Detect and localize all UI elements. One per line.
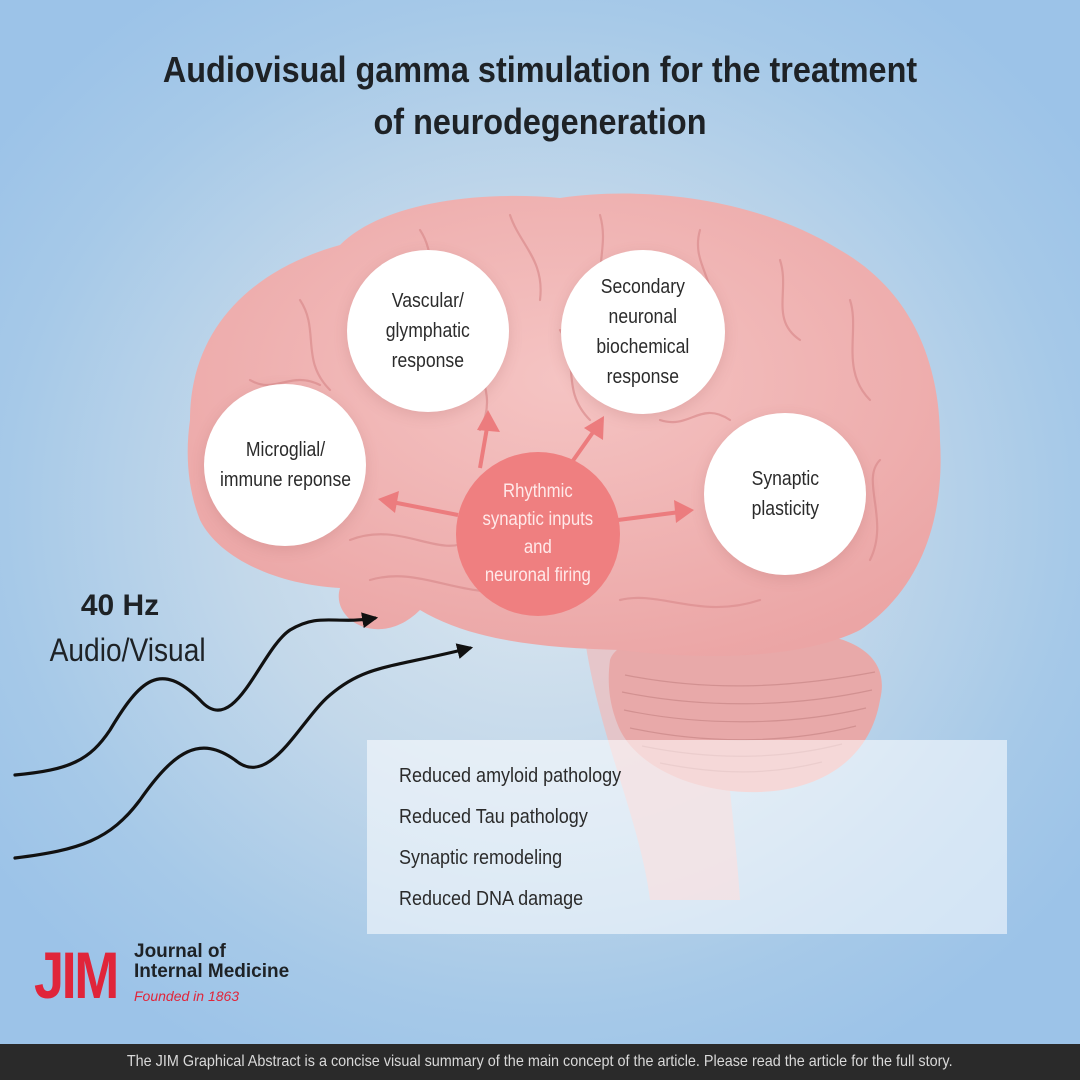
diagram-title: Audiovisual gamma stimulation for the tr… xyxy=(135,44,945,148)
footer-bar: The JIM Graphical Abstract is a concise … xyxy=(0,1044,1080,1080)
wave-lower xyxy=(13,643,474,860)
logo-mark: JIM xyxy=(34,938,119,1012)
stimulus-waves xyxy=(13,612,474,860)
outcome-item: Reduced amyloid pathology xyxy=(399,765,622,787)
journal-name: Journal of Internal Medicine xyxy=(134,941,290,982)
node-microglial-immune: Microglial/ immune reponse xyxy=(204,384,366,546)
wave-upper xyxy=(13,612,379,777)
stimulus-label: 40 Hz Audio/Visual xyxy=(40,584,206,672)
founded-note: Founded in 1863 xyxy=(134,988,240,1004)
stimulus-frequency: 40 Hz xyxy=(80,589,160,622)
outcome-item: Reduced Tau pathology xyxy=(399,806,588,828)
title-line-2: of neurodegeneration xyxy=(373,101,707,142)
node-secondary-neuronal: Secondary neuronal biochemical response xyxy=(561,250,725,414)
node-rhythmic-synaptic-inputs: Rhythmic synaptic inputs and neuronal fi… xyxy=(456,452,620,616)
title-line-1: Audiovisual gamma stimulation for the tr… xyxy=(162,49,918,90)
outcome-item: Synaptic remodeling xyxy=(399,847,563,869)
footer-text: The JIM Graphical Abstract is a concise … xyxy=(127,1053,953,1070)
node-vascular-glymphatic: Vascular/ glymphatic response xyxy=(347,250,509,412)
outcomes-box: Reduced amyloid pathology Reduced Tau pa… xyxy=(367,740,1007,934)
stimulus-modality: Audio/Visual xyxy=(49,632,206,668)
node-synaptic-plasticity: Synaptic plasticity xyxy=(704,413,866,575)
outcome-item: Reduced DNA damage xyxy=(399,888,584,910)
